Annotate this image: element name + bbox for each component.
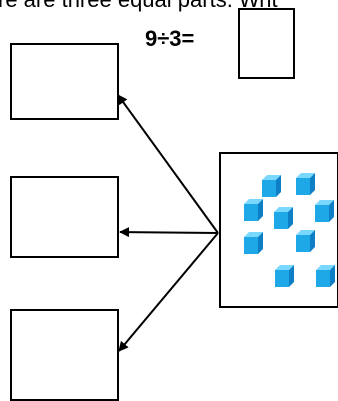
cube-icon [244, 199, 263, 221]
answer-box[interactable] [238, 8, 295, 79]
instruction-text: re are three equal parts. Writ [0, 0, 278, 13]
arrow-to-group-3 [118, 232, 219, 352]
cube-icon [296, 230, 315, 252]
arrow-group [117, 94, 219, 352]
cube-icon [244, 232, 263, 254]
cube-icon [296, 173, 315, 195]
cube-group [244, 173, 335, 287]
cube-icon [274, 207, 293, 229]
arrow-to-group-2 [119, 227, 219, 238]
cube-icon [315, 200, 334, 222]
group-box-2[interactable] [10, 176, 119, 258]
arrow-to-group-1 [117, 94, 219, 234]
cube-icon [316, 265, 335, 287]
cube-icon [262, 175, 281, 197]
cube-icon [275, 265, 294, 287]
group-box-1[interactable] [10, 43, 119, 120]
division-equation: 9÷3= [145, 26, 195, 51]
